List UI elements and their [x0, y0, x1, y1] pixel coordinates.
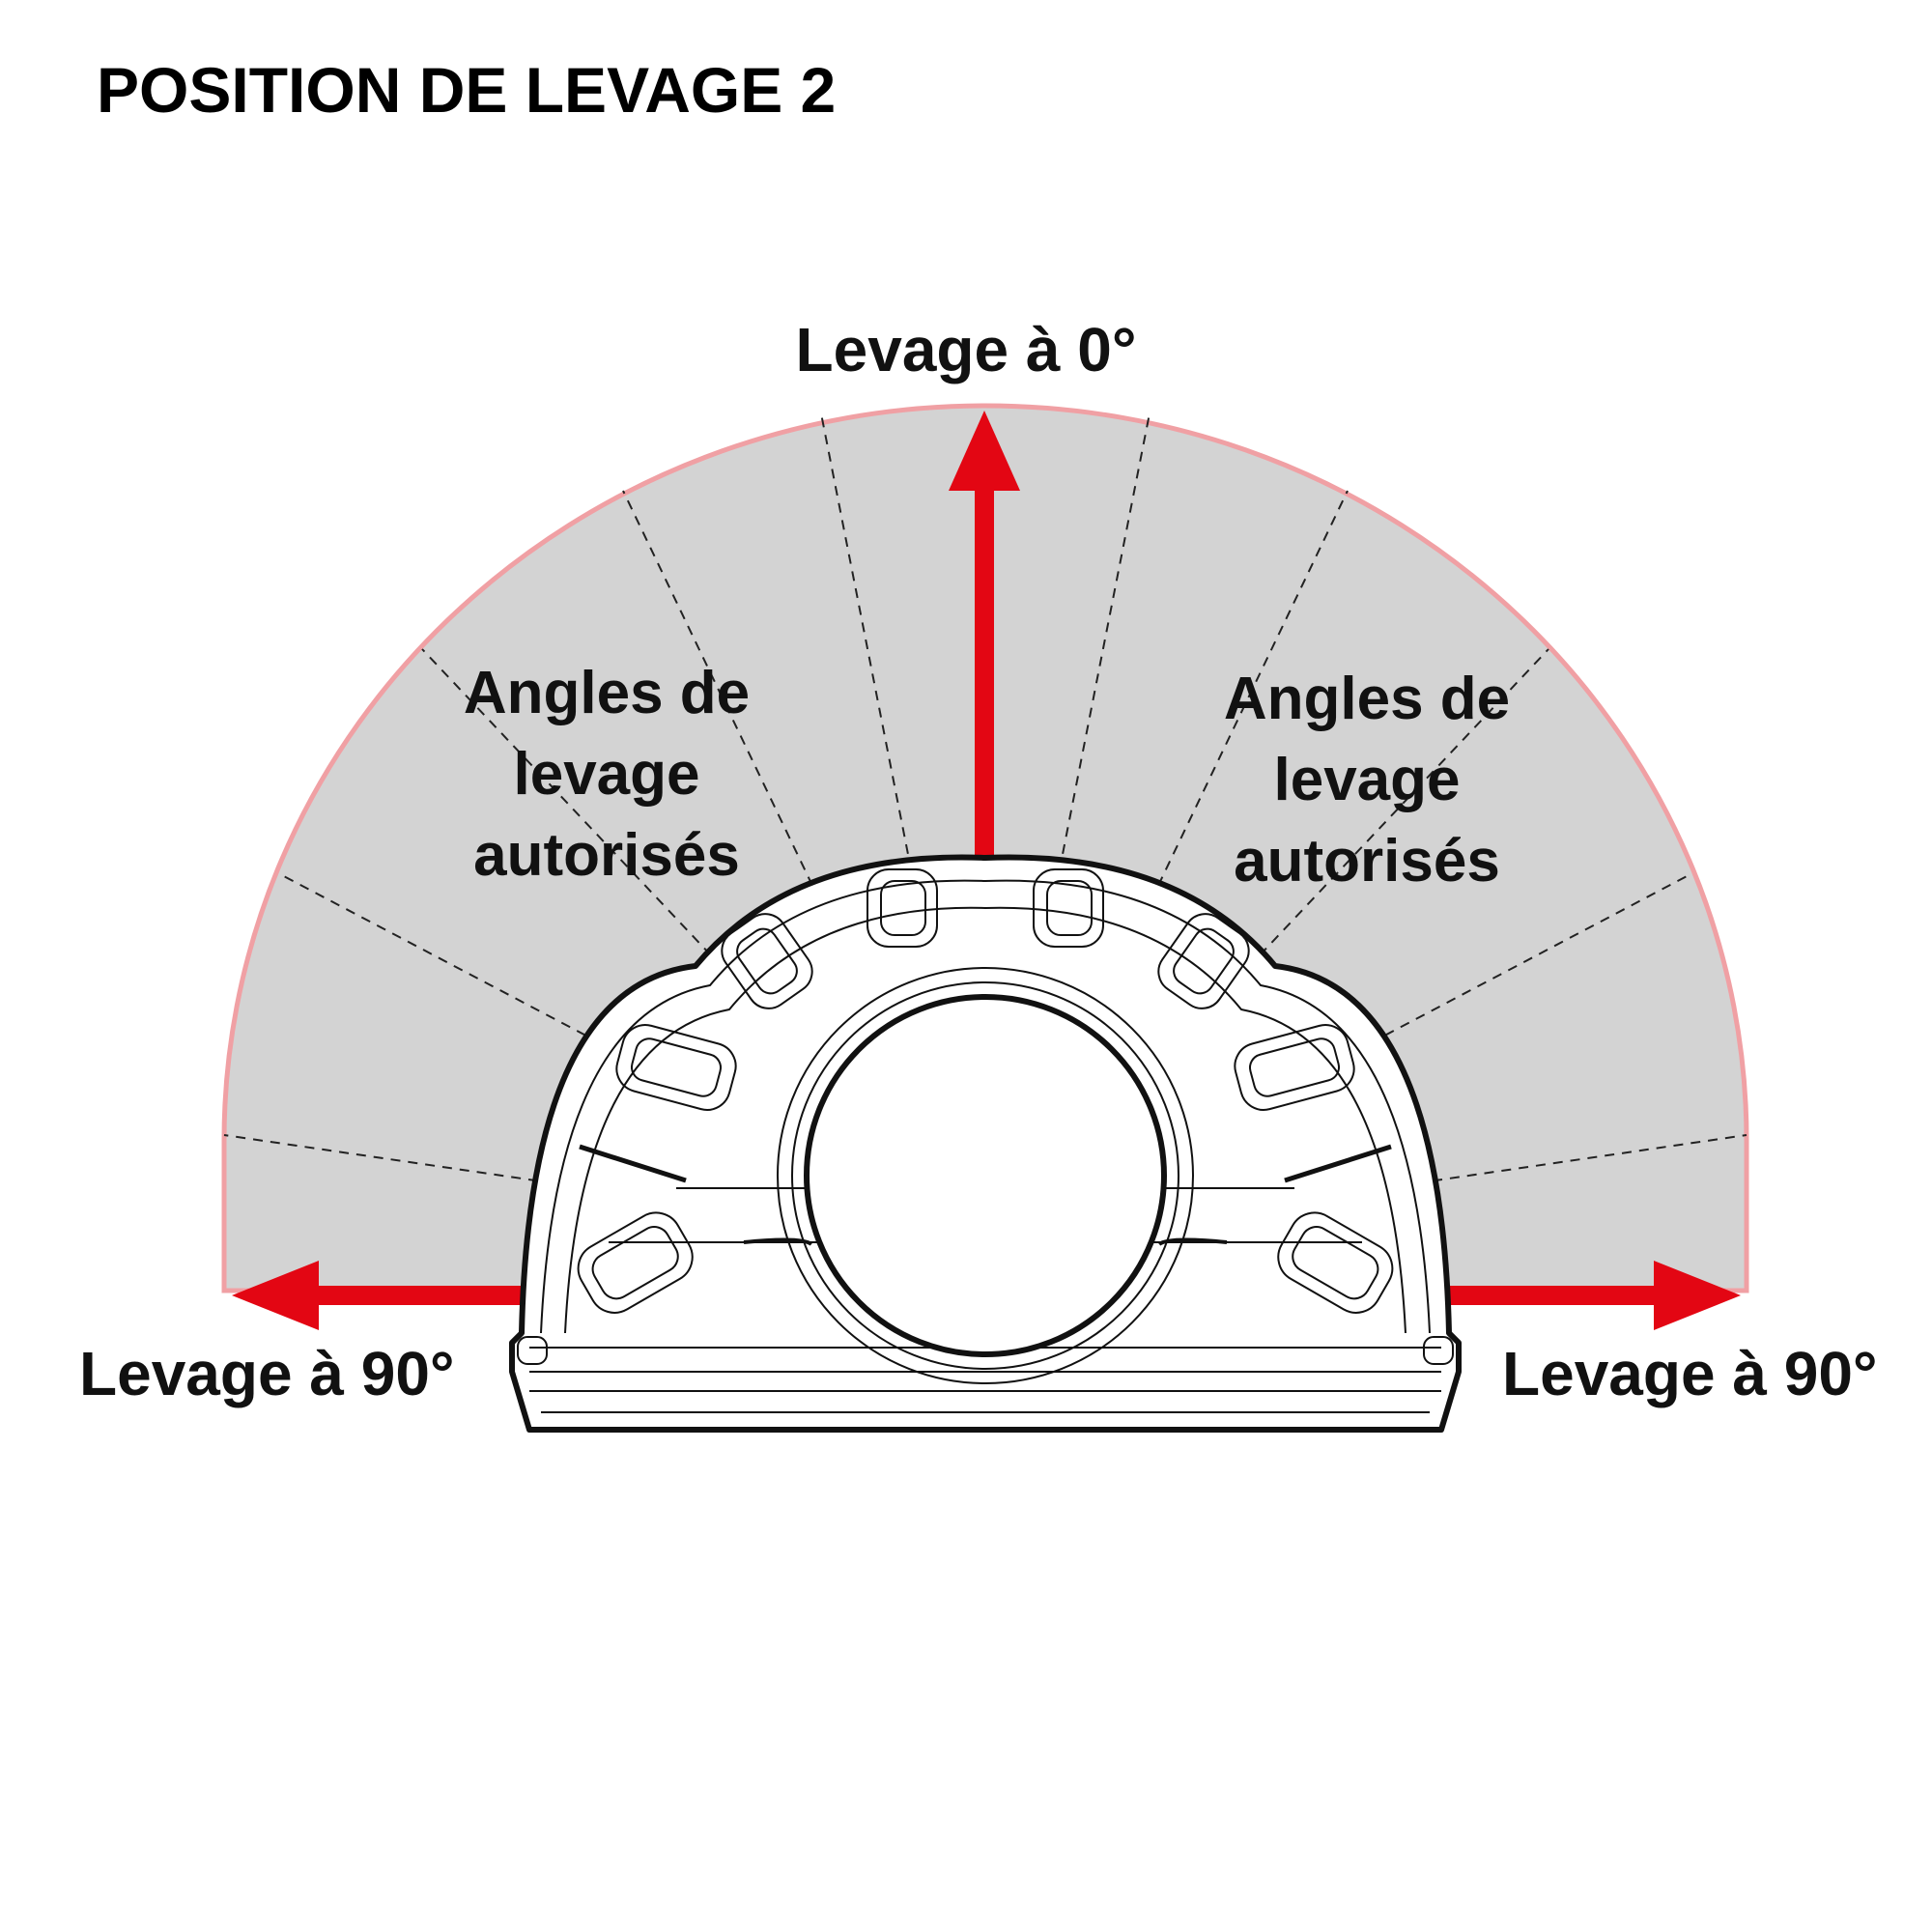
label-lift-90-left: Levage à 90° — [79, 1339, 455, 1408]
zone-left-line-3: autorisés — [473, 822, 740, 889]
page-title: POSITION DE LEVAGE 2 — [97, 54, 837, 126]
allowed-angles-label-right: Angles de levage autorisés — [1154, 659, 1579, 902]
lifting-point-part — [509, 854, 1462, 1433]
lift-arrow-90-right — [1439, 1261, 1741, 1330]
zone-right-line-2: levage — [1273, 747, 1461, 813]
label-lift-90-right: Levage à 90° — [1502, 1339, 1878, 1408]
zone-right-line-3: autorisés — [1234, 828, 1500, 895]
lift-arrow-0 — [949, 411, 1020, 860]
part-bore — [804, 994, 1167, 1357]
allowed-angles-label-left: Angles de levage autorisés — [394, 653, 819, 896]
zone-left-line-1: Angles de — [463, 660, 751, 726]
zone-right-line-1: Angles de — [1223, 666, 1511, 732]
zone-left-line-2: levage — [513, 741, 700, 808]
part-bore-outer — [777, 967, 1194, 1384]
label-lift-0: Levage à 0° — [795, 315, 1137, 384]
lift-arrow-90-left — [232, 1261, 522, 1330]
